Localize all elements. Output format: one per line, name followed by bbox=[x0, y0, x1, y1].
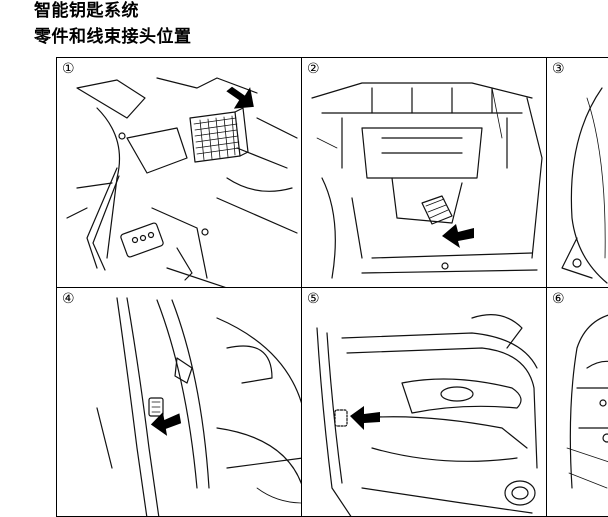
pillar-area-illustration bbox=[96, 297, 301, 516]
panel-number: ② bbox=[307, 61, 320, 77]
panel-number: ① bbox=[62, 61, 75, 77]
console-area-illustration bbox=[311, 82, 543, 279]
pointer-arrow-icon bbox=[226, 86, 254, 109]
pedal-area-illustration bbox=[66, 77, 298, 287]
pointer-arrow-icon bbox=[350, 406, 380, 430]
panel-number: ⑤ bbox=[307, 291, 320, 307]
pointer-arrow-icon bbox=[150, 412, 182, 436]
illustration-panel-5: ⑤ bbox=[301, 287, 547, 517]
illustration-panel-4: ④ bbox=[56, 287, 302, 517]
connector-illustration bbox=[148, 397, 164, 417]
partial-illustration bbox=[561, 87, 608, 284]
panel-number: ④ bbox=[62, 291, 75, 307]
connector-illustration bbox=[421, 195, 453, 225]
illustration-grid: ① bbox=[56, 57, 608, 517]
panel-number: ③ bbox=[552, 61, 565, 77]
document-subtitle: 零件和线束接头位置 bbox=[34, 27, 192, 47]
pointer-arrow-icon bbox=[442, 224, 474, 248]
illustration-panel-2: ② bbox=[301, 57, 547, 288]
illustration-panel-1: ① bbox=[56, 57, 302, 288]
illustration-panel-3: ③ bbox=[546, 57, 608, 288]
document-title: 智能钥匙系统 bbox=[34, 1, 139, 21]
connector-illustration bbox=[334, 409, 348, 427]
door-trim-illustration bbox=[316, 314, 538, 516]
partial-illustration bbox=[566, 314, 608, 489]
illustration-panel-6: ⑥ bbox=[546, 287, 608, 517]
control-unit-illustration bbox=[189, 107, 249, 163]
panel-number: ⑥ bbox=[552, 291, 565, 307]
